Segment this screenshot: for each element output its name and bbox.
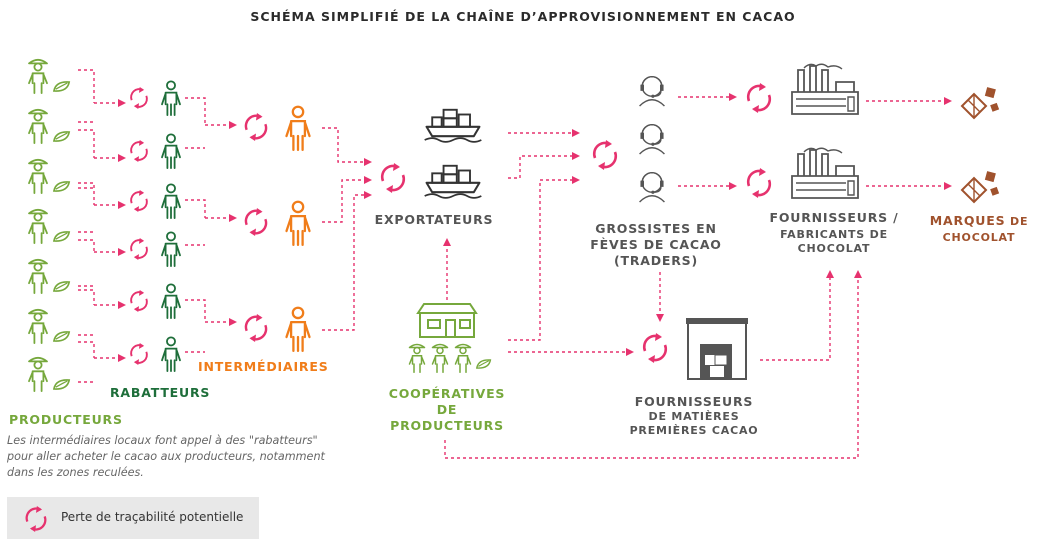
label-fournisseurs-matieres-line3: PREMIÈRES CACAO [630, 424, 759, 437]
label-grossistes-line1: GROSSISTES EN [595, 221, 716, 236]
label-producteurs: PRODUCTEURS [9, 412, 123, 427]
rabatteur-icon [161, 183, 181, 220]
cycle-arrows-icon [130, 86, 148, 110]
cycle-arrows-icon [130, 189, 148, 213]
factory-icon [791, 147, 859, 199]
farmer-icon [454, 343, 472, 373]
diagram-title: SCHÉMA SIMPLIFIÉ DE LA CHAÎNE D’APPROVIS… [250, 9, 795, 24]
cocoa-pod-icon [53, 379, 71, 390]
label-marques: MARQUES DE [930, 213, 1029, 228]
farmer-icon [28, 108, 48, 145]
cycle-arrows-icon [380, 161, 406, 195]
farmer-icon [431, 343, 449, 373]
label-grossistes-line3: (TRADERS) [614, 253, 698, 268]
cocoa-pod-icon [53, 181, 71, 192]
farmer-icon [28, 356, 48, 393]
flow-arrows [78, 69, 952, 459]
factory-icon [791, 63, 859, 115]
cycle-arrows-icon [244, 111, 268, 143]
label-cooperatives-line1: COOPÉRATIVES [389, 386, 505, 401]
cocoa-pod-icon [53, 131, 71, 142]
label-cooperatives-line3: PRODUCTEURS [390, 418, 504, 433]
cycle-arrows-icon [130, 289, 148, 313]
cargo-ship-icon [423, 164, 483, 199]
intermediaire-icon [285, 105, 311, 152]
cocoa-pod-icon [476, 359, 492, 369]
rabatteur-icon [161, 336, 181, 373]
cycle-arrows-icon [130, 237, 148, 261]
cocoa-pod-icon [53, 231, 71, 242]
label-intermediaires: INTERMÉDIAIRES [198, 359, 329, 374]
farmer-icon [28, 308, 48, 345]
label-rabatteurs: RABATTEURS [110, 385, 210, 400]
label-fabricants-line2: FABRICANTS DE [780, 228, 888, 241]
farmer-icon [28, 258, 48, 295]
intermediaires-group [244, 105, 311, 353]
cocoa-pod-icon [53, 281, 71, 292]
producers-group [28, 58, 71, 393]
label-fournisseurs-matieres-line2: DE MATIÈRES [649, 410, 740, 423]
label-marques-line2: CHOCOLAT [943, 231, 1016, 244]
cooperatives-group [408, 303, 492, 373]
rabatteur-icon [161, 133, 181, 170]
rabatteur-icon [161, 283, 181, 320]
chocolate-icon [961, 170, 1001, 203]
headset-trader-icon [638, 123, 666, 155]
farmer-icon [28, 58, 48, 95]
cycle-arrows-icon [642, 331, 668, 365]
farmer-icon [28, 208, 48, 245]
cycle-arrows-icon [746, 81, 772, 115]
cycle-arrows-icon [130, 139, 148, 163]
cargo-ship-icon [423, 108, 483, 143]
cocoa-pod-icon [53, 81, 71, 92]
cocoa-pod-icon [53, 331, 71, 342]
rabatteur-icon [161, 80, 181, 117]
cycle-arrows-icon [25, 506, 47, 532]
intermediaire-icon [285, 306, 311, 353]
warehouse-icon [686, 318, 748, 380]
headset-trader-icon [638, 171, 666, 203]
farmer-icon [408, 343, 426, 373]
chocolate-icon [961, 86, 1001, 119]
label-fabricants-line1: FOURNISSEURS / [770, 210, 899, 225]
cycle-arrows-icon [130, 342, 148, 366]
label-exportateurs: EXPORTATEURS [375, 212, 494, 227]
cycle-arrows-icon [592, 138, 618, 172]
label-fournisseurs-matieres-line1: FOURNISSEURS [635, 394, 753, 409]
headset-trader-icon [638, 75, 666, 107]
rabatteur-icon [161, 231, 181, 268]
cycle-arrows-icon [746, 166, 772, 200]
cooperative-building-icon [416, 303, 478, 338]
label-cooperatives-line2: DE [437, 402, 458, 417]
rabatteurs-group [130, 80, 181, 373]
legend-label: Perte de traçabilité potentielle [61, 510, 244, 524]
legend-box: Perte de traçabilité potentielle [7, 497, 259, 539]
intermediaire-icon [285, 200, 311, 247]
label-fabricants-line3: CHOCOLAT [798, 242, 871, 255]
label-grossistes-line2: FÈVES DE CACAO [590, 237, 721, 252]
farmer-icon [28, 158, 48, 195]
cycle-arrows-icon [244, 206, 268, 238]
explanatory-note: Les intermédiaires locaux font appel à d… [7, 434, 325, 479]
cycle-arrows-icon [244, 312, 268, 344]
